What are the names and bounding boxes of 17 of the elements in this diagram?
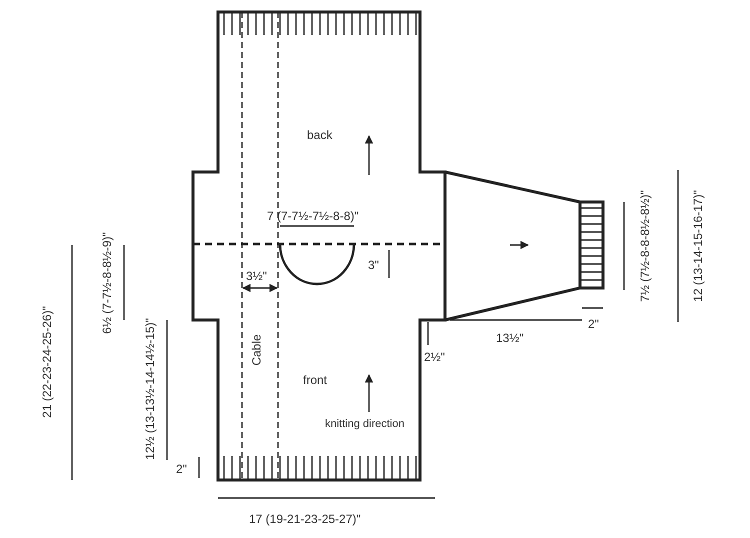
part-label: back — [307, 129, 332, 141]
dimension-label: 21 (22-23-24-25-26)" — [40, 306, 53, 418]
dimension-label: 12 (13-14-15-16-17)" — [692, 190, 704, 302]
part-label: Cable — [250, 334, 262, 366]
dimension-label: 7½ (7½-8-8-8½-8½)" — [638, 190, 651, 302]
dimension-label: 2" — [588, 318, 599, 330]
dimension-label: 7 (7-7½-7½-8-8)" — [267, 210, 359, 222]
dimension-label: 2" — [176, 463, 187, 475]
direction-label: knitting direction — [325, 419, 404, 430]
dimension-label: 12½ (13-13½-14-14½-15)" — [144, 318, 156, 460]
part-label: front — [303, 374, 328, 386]
dimension-label: 3½" — [246, 270, 267, 282]
dimension-label: 2½" — [424, 351, 445, 363]
dimension-label: 3" — [368, 259, 379, 271]
dimension-label: 17 (19-21-23-25-27)" — [249, 513, 361, 525]
dimension-label: 13½" — [496, 332, 524, 344]
dimension-label: 6½ (7-7½-8-8½-9)" — [100, 232, 113, 334]
